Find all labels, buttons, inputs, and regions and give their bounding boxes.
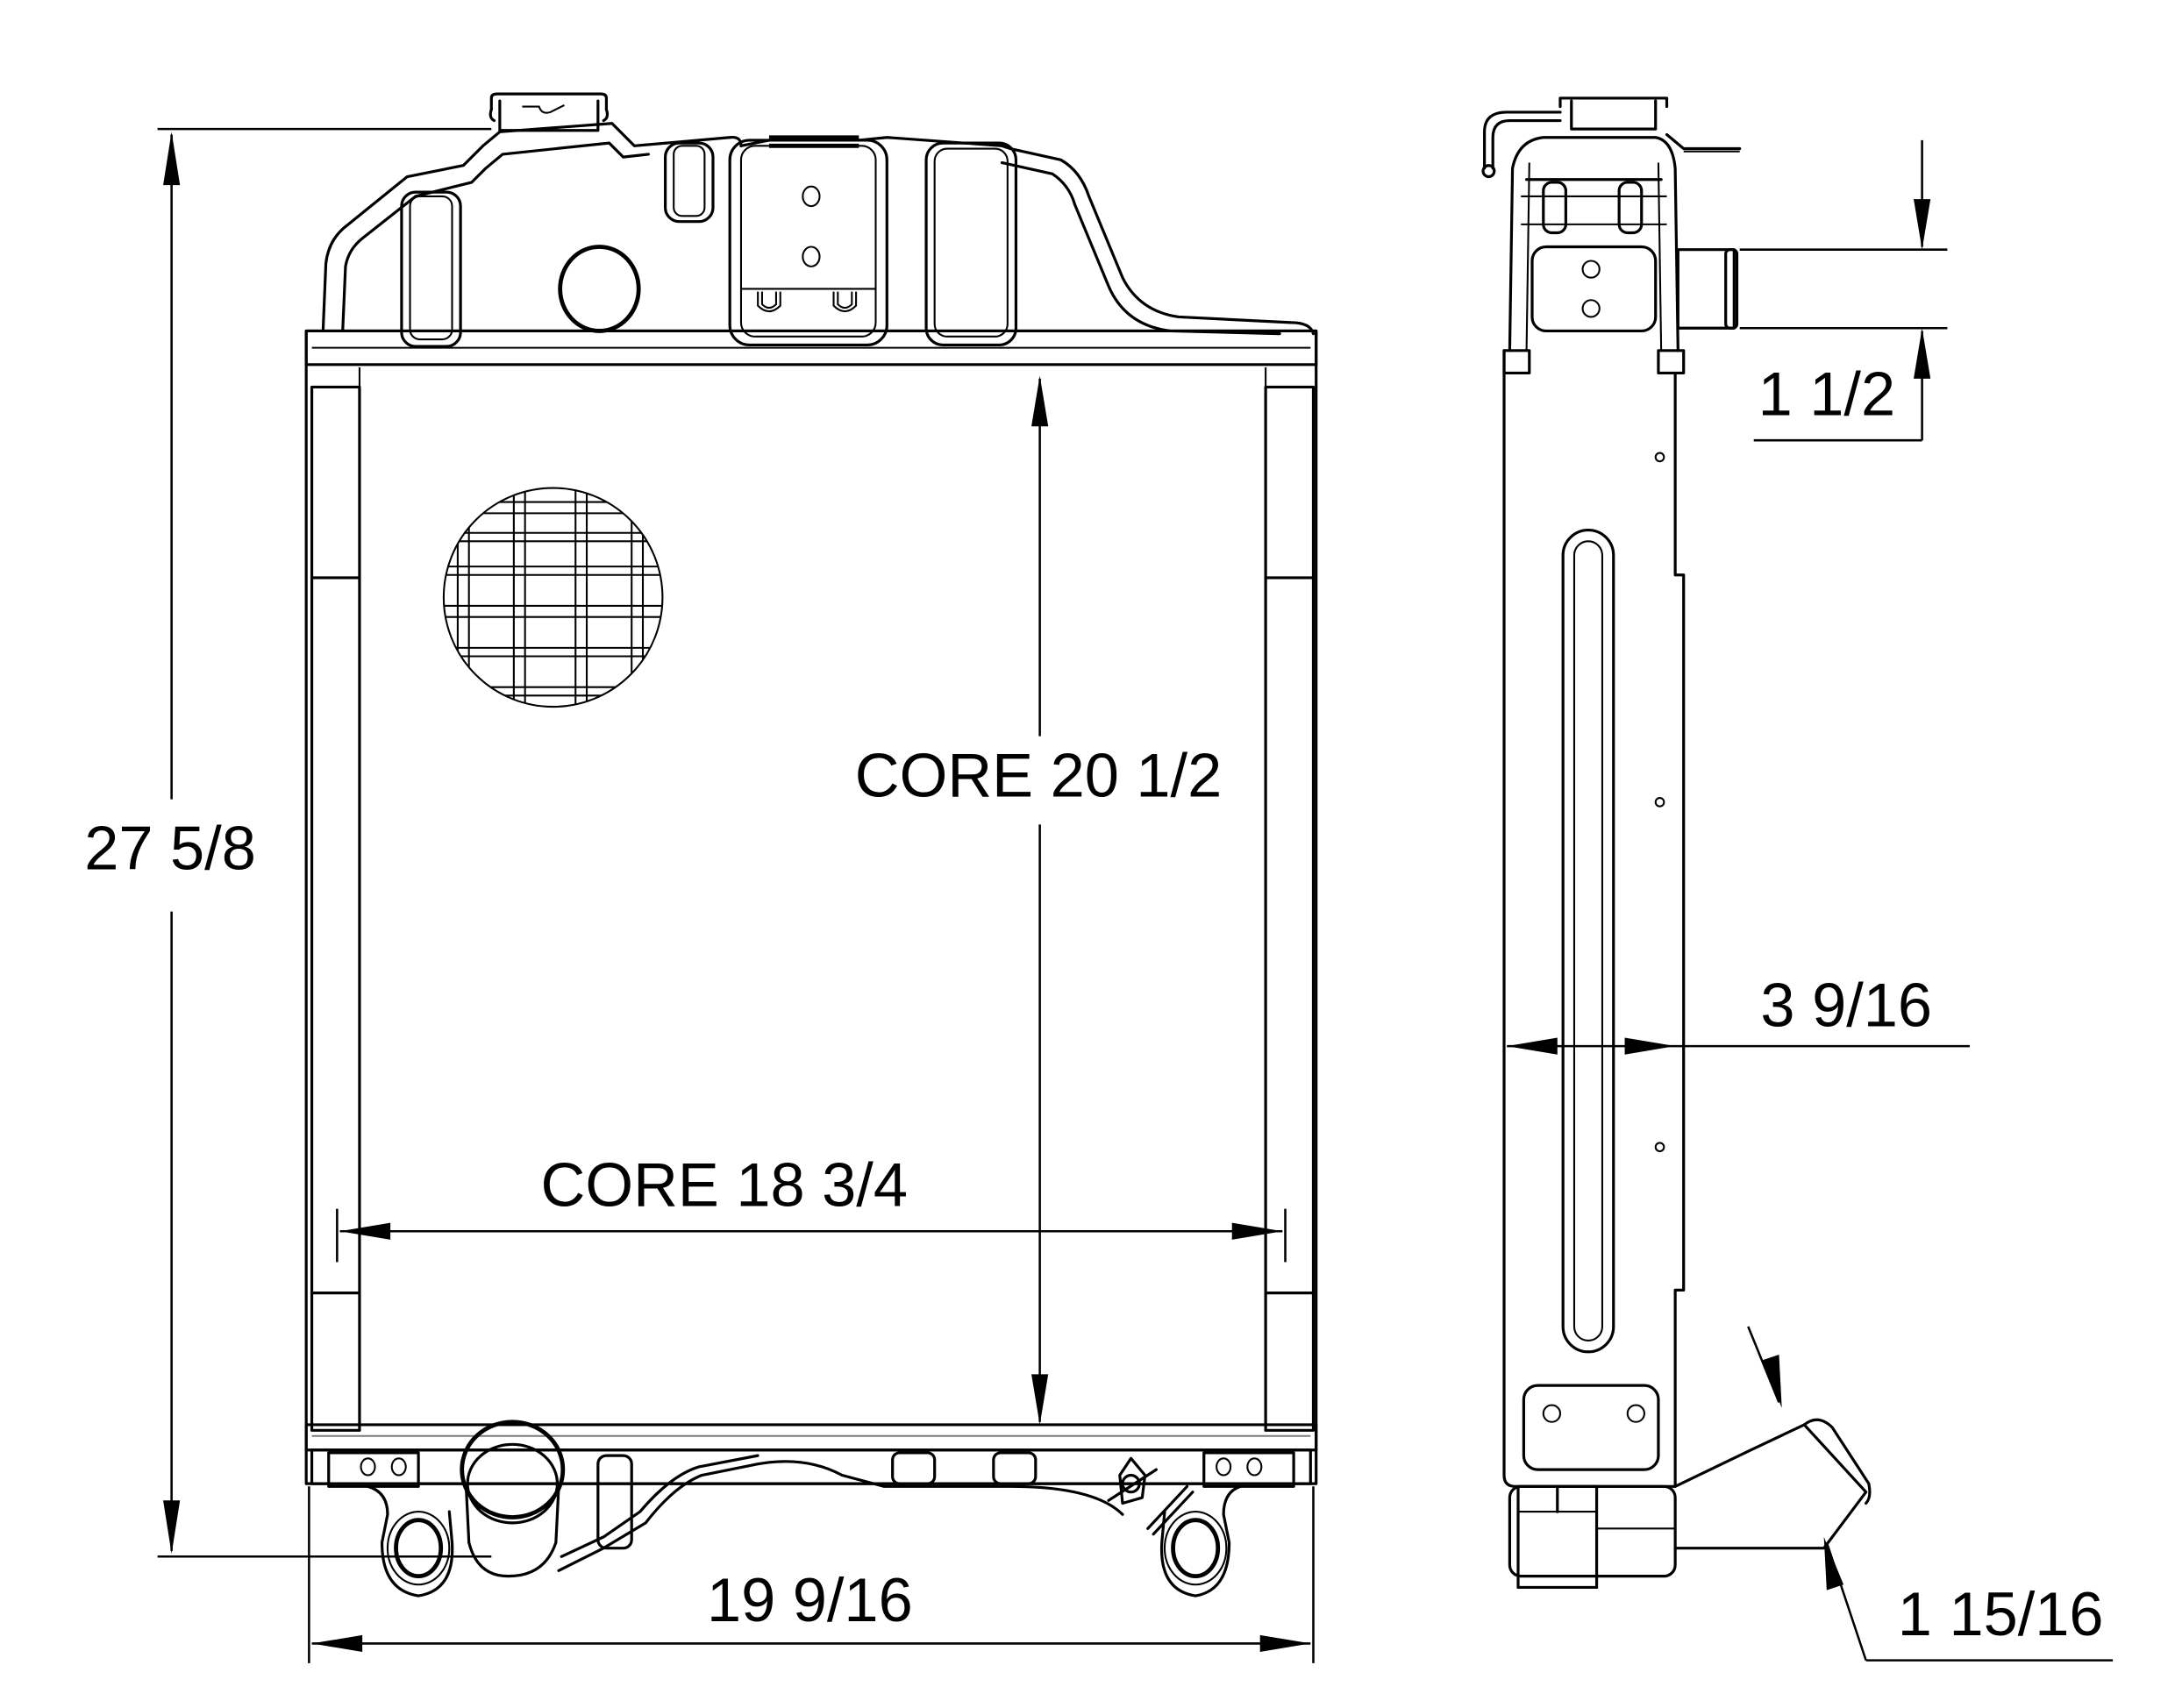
core-frame [304,329,1318,1485]
front-view [304,92,1318,1598]
top-tank [321,122,1316,348]
dim-overall-width: 19 9/16 [707,1565,913,1634]
dim-upper-hose: 1 1/2 [1758,359,1896,428]
dim-depth: 3 9/16 [1760,971,1932,1040]
bottom-tank [310,1420,1312,1598]
sight-glass-circle [558,245,641,333]
core-mesh-circle [442,487,664,708]
dim-core-width: CORE 18 3/4 [541,1149,908,1219]
filler-cap [488,92,610,132]
front-dimensions: 27 5/8 CORE 20 1/2 CORE 18 3/4 19 9/16 [84,127,1315,1663]
dim-lower-hose: 1 15/16 [1898,1579,2104,1648]
side-view [1481,96,1948,1590]
side-dimensions: 1 1/2 3 9/16 1 15/16 [1507,139,2114,1662]
dim-overall-height: 27 5/8 [84,814,256,883]
dim-core-height: CORE 20 1/2 [855,740,1222,809]
